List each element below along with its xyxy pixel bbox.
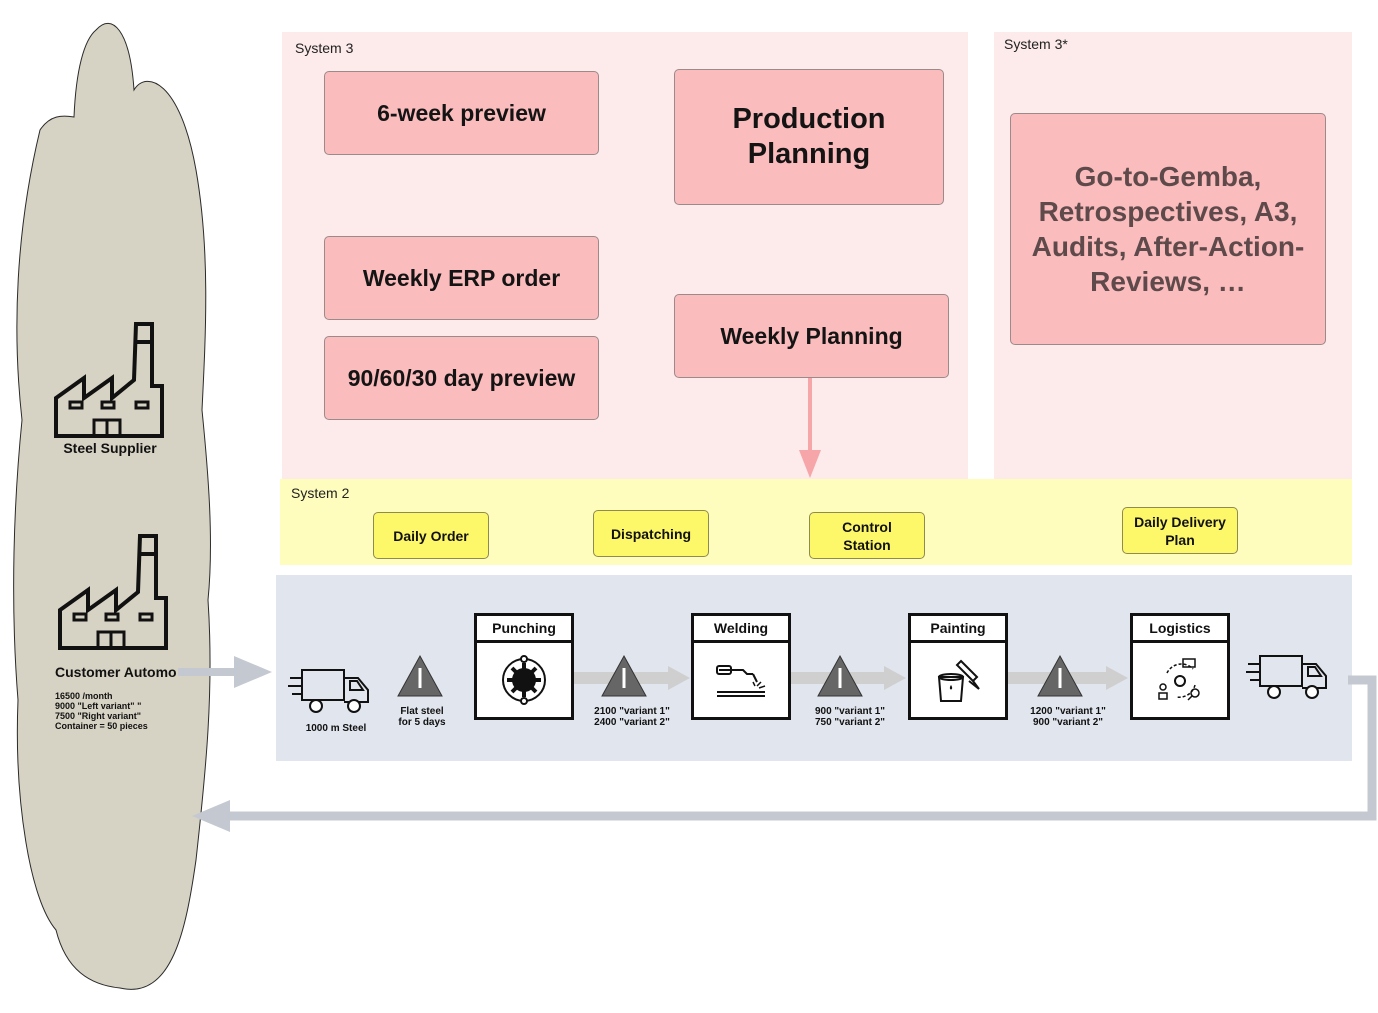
weekly-planning-box[interactable]: Weekly Planning [674,294,949,378]
process-box-welding[interactable]: Welding [691,613,791,720]
steel-supplier-label: Steel Supplier [63,440,157,456]
punching-gear-icon [502,655,546,705]
system3-label: System 3 [295,40,354,56]
inbound-truck-label: 1000 m Steel [305,723,367,734]
inventory-triangle-icon [397,654,443,697]
environment-cloud [13,22,211,990]
daily-order-box[interactable]: Daily Order [373,512,489,559]
inventory-triangle-icon [817,654,863,697]
truck-icon [1246,655,1327,699]
process-box-logistics[interactable]: Logistics [1130,613,1230,720]
welding-torch-icon [716,665,766,697]
inventory-triangle-icon [1037,654,1083,697]
process-title: Welding [694,616,788,643]
daily-delivery-plan-box[interactable]: Daily Delivery Plan [1122,507,1238,554]
dispatching-box[interactable]: Dispatching [593,510,709,557]
weekly-planning-to-system2-arrow [799,378,821,478]
process-title: Painting [911,616,1005,643]
process-box-painting[interactable]: Painting [908,613,1008,720]
logistics-cycle-icon [1158,658,1200,701]
inventory-label: Flat steel for 5 days [398,706,446,728]
production-planning-box[interactable]: Production Planning [674,69,944,205]
customer-demand-details: 16500 /month 9000 "Left variant" " 7500 … [55,691,148,731]
weekly-erp-order-box[interactable]: Weekly ERP order [324,236,599,320]
process-title: Punching [477,616,571,643]
inventory-triangle-icon [601,654,647,697]
inventory-label: 1200 "variant 1" 900 "variant 2" [1030,706,1106,728]
process-box-punching[interactable]: Punching [474,613,574,720]
factory-icon [54,322,164,438]
six-week-preview-box[interactable]: 6-week preview [324,71,599,155]
customer-label: Customer Automo [55,664,177,680]
factory-icon [58,534,168,650]
gemba-retrospectives-box[interactable]: Go-to-Gemba, Retrospectives, A3, Audits,… [1010,113,1326,345]
inventory-label: 2100 "variant 1" 2400 "variant 2" [594,706,670,728]
system2-label: System 2 [291,485,350,501]
inventory-label: 900 "variant 1" 750 "variant 2" [814,706,886,728]
day-preview-box[interactable]: 90/60/30 day preview [324,336,599,420]
control-station-box[interactable]: Control Station [809,512,925,559]
paint-bucket-brush-icon [937,659,980,702]
process-title: Logistics [1133,616,1227,643]
truck-icon [288,669,369,713]
system3-star-label: System 3* [1004,36,1068,52]
